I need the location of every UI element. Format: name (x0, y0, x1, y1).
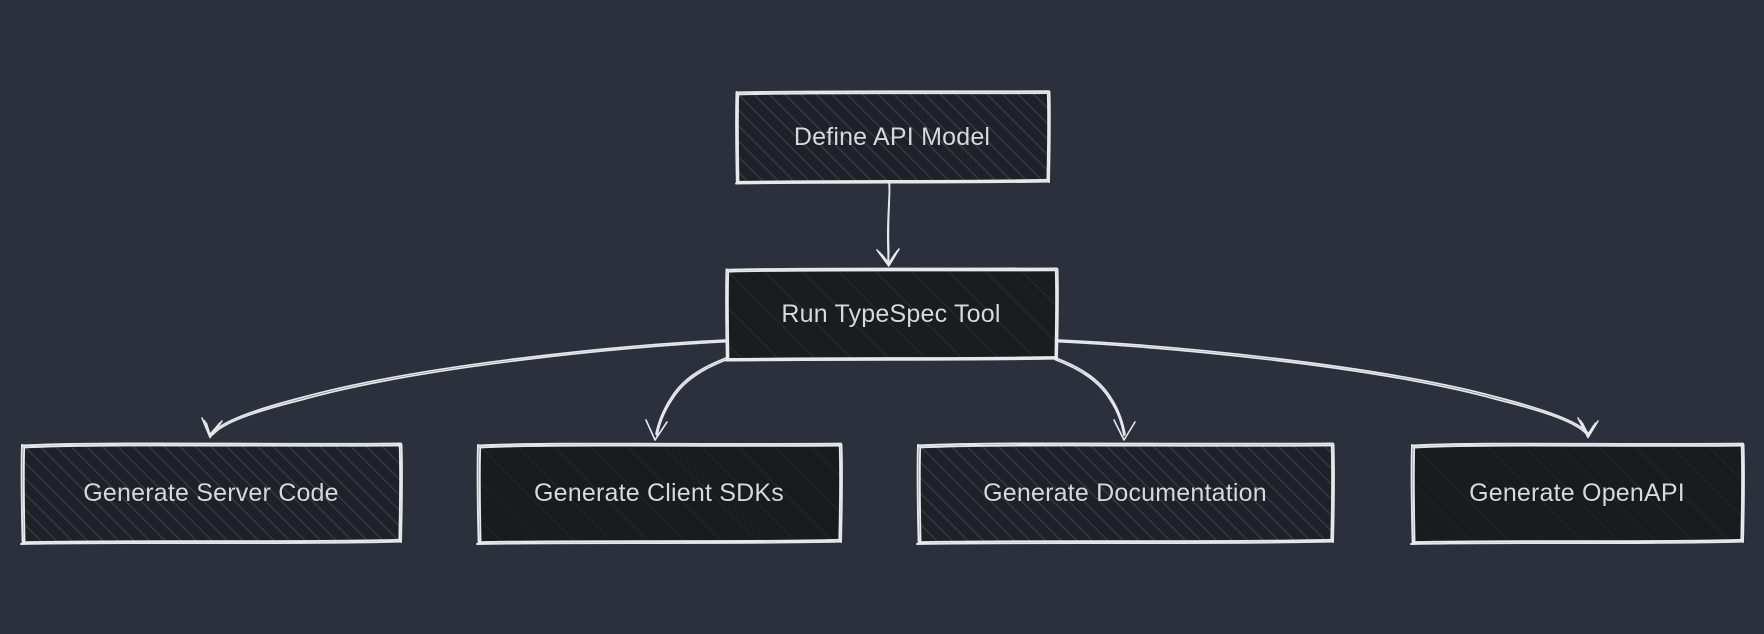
edge-run-to-server-code (201, 339, 730, 439)
node-label: Generate Client SDKs (534, 478, 784, 507)
node-label: Define API Model (793, 122, 991, 151)
node-generate-openapi[interactable]: Generate OpenAPI (1410, 442, 1745, 545)
node-run-typespec-tool[interactable]: Run TypeSpec Tool (725, 267, 1059, 362)
node-label: Generate Documentation (983, 478, 1267, 507)
edge-run-to-openapi (1054, 339, 1599, 439)
edge-run-to-documentation (1054, 357, 1136, 441)
node-generate-documentation[interactable]: Generate Documentation (916, 442, 1335, 545)
node-label: Generate Server Code (83, 478, 339, 507)
node-define-api-model[interactable]: Define API Model (735, 90, 1051, 185)
node-label: Generate OpenAPI (1469, 478, 1685, 507)
node-generate-client-sdks[interactable]: Generate Client SDKs (476, 442, 843, 545)
node-label: Run TypeSpec Tool (781, 299, 1001, 328)
edge-run-to-client-sdks (645, 357, 728, 441)
edge-define-to-run (876, 181, 900, 267)
node-generate-server-code[interactable]: Generate Server Code (20, 442, 403, 545)
